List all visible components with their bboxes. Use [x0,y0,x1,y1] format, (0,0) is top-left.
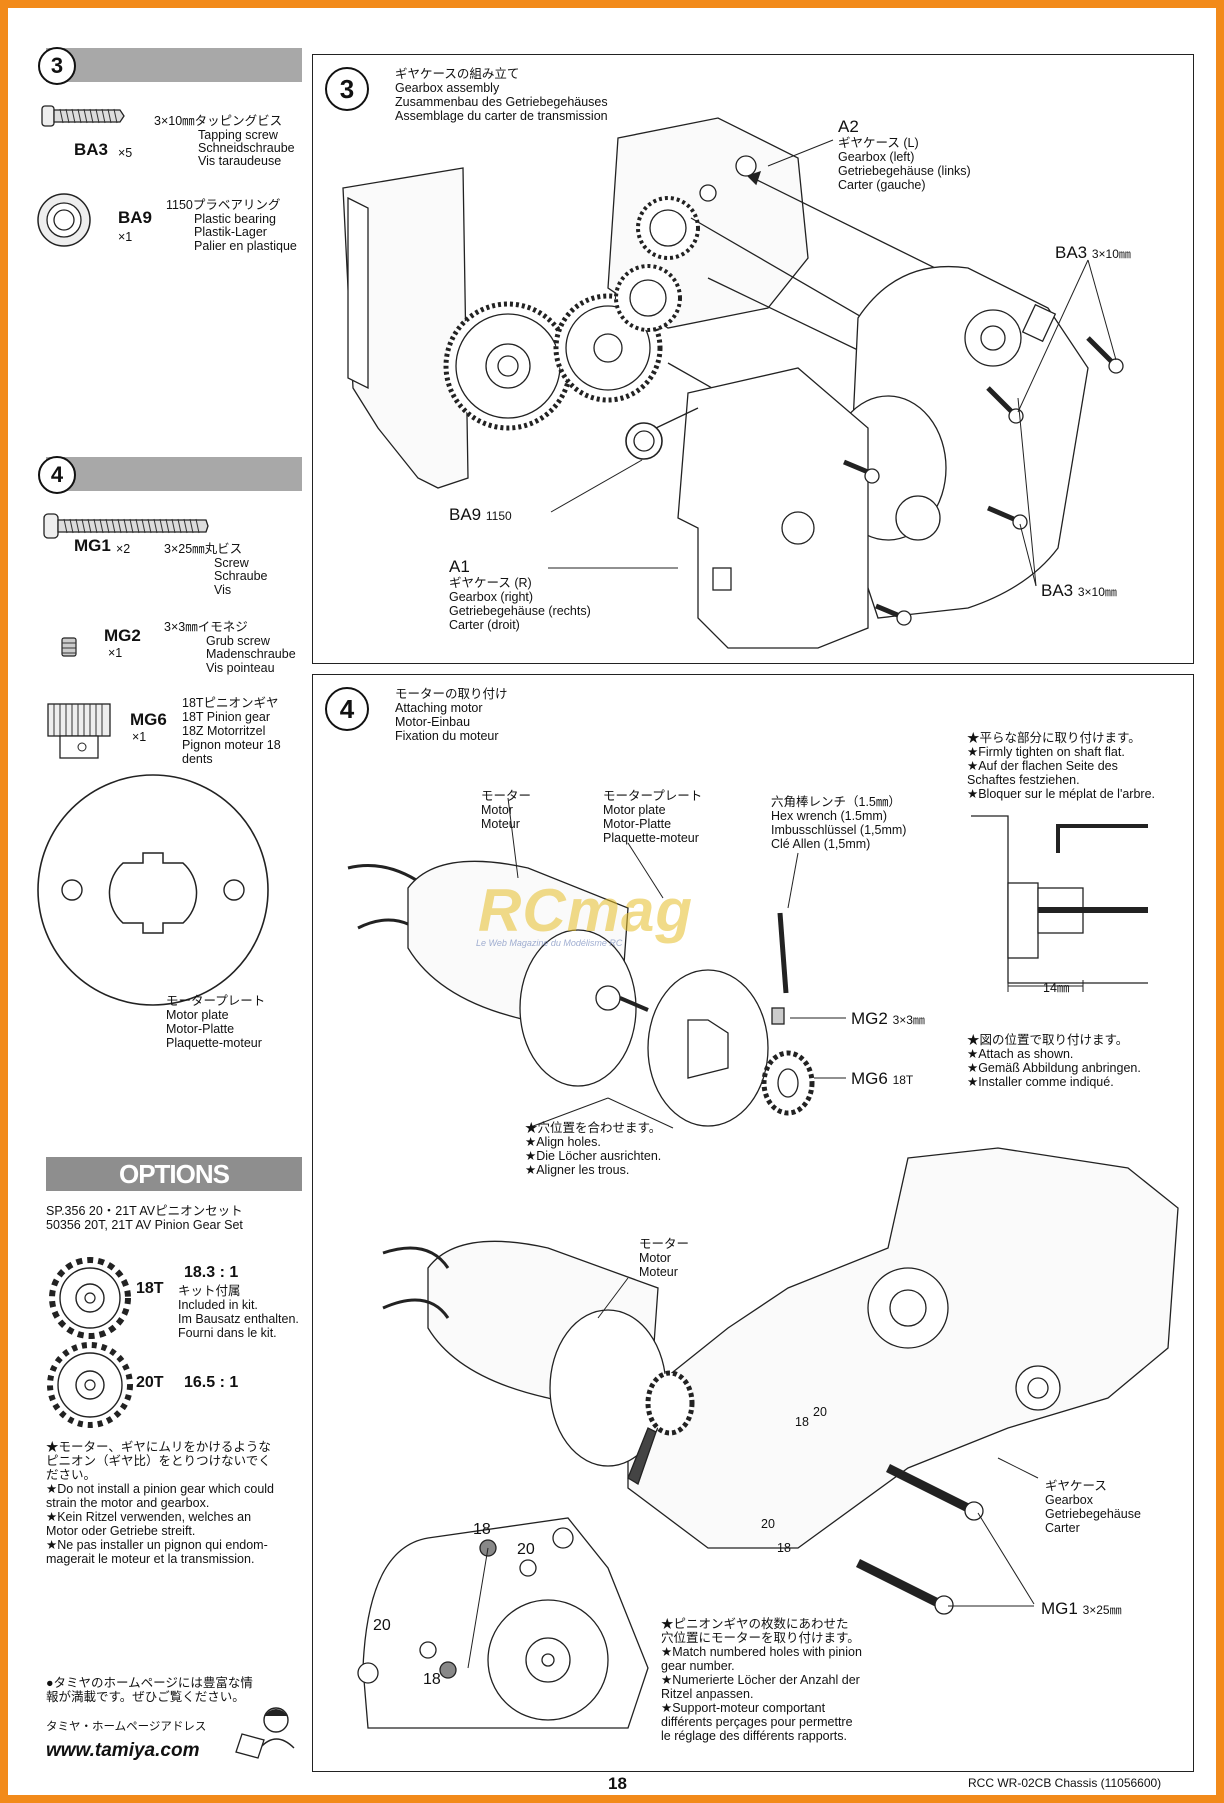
ba3-bottom-label: BA3 3×10㎜ [1041,581,1117,600]
ba9-fr: Palier en plastique [194,239,297,253]
note-align: ★穴位置を合わせます。 ★Align holes. ★Die Löcher au… [525,1121,662,1177]
ba9-jp: 1150プラベアリング [166,198,281,212]
mg1-fr: Vis [214,583,232,597]
mg6-fr2: dents [182,752,213,766]
dim-14mm: 14㎜ [1043,981,1070,995]
mg2-de: Madenschraube [206,647,296,661]
plate-hole-label-20: 20 [517,1541,535,1558]
rcmag-watermark: RCmag [478,877,694,944]
mg2-en: Grub screw [206,634,270,648]
mg2-grub-screw-icon [61,637,77,657]
mg1-jp: 3×25㎜丸ビス [164,542,243,556]
ba9-code: BA9 [118,208,153,227]
motor-label: モーター Motor Moteur [481,789,532,831]
options-warning: ★モーター、ギヤにムリをかけるような ピニオン（ギヤ比）をとりつけないでく ださ… [46,1440,275,1566]
step3-panel: 3 ギヤケースの組み立て Gearbox assembly Zusammenba… [312,54,1194,664]
options-line2: 50356 20T, 21T AV Pinion Gear Set [46,1218,243,1232]
plate-hole-label-18b: 18 [423,1671,441,1688]
mg1-screw-icon [43,513,209,539]
ba9-bearing-icon [37,193,91,247]
step4-panel-number: 4 [325,687,369,731]
step3-panel-number: 3 [325,67,369,111]
motor2-label: モーター Motor Moteur [639,1237,690,1279]
mg2-fr: Vis pointeau [206,661,275,675]
gearbox-hole-label-18b: 18 [777,1541,791,1555]
ba3-code: BA3 [74,140,109,159]
mg2-panel-label: MG2 3×3㎜ [851,1009,925,1028]
motor-plate-labels: モータープレート Motor plate Motor-Platte Plaque… [166,994,266,1050]
mg2-jp: 3×3㎜イモネジ [164,620,248,634]
document-code: RCC WR-02CB Chassis (11056600) [968,1776,1162,1790]
homepage-note: ●タミヤのホームページには豊富な情 報が満載です。ぜひご覧ください。 [46,1676,253,1704]
mg1-panel-label: MG1 3×25㎜ [1041,1599,1122,1618]
page-number: 18 [608,1774,627,1793]
a1-label: A1 ギヤケース (R) Gearbox (right) Getriebegeh… [449,557,591,632]
gear-18t-ratio: 18.3 : 1 [184,1264,239,1281]
mg1-qty: ×2 [116,542,131,556]
step4-parts-bar [46,457,302,491]
ba3-top-label: BA3 3×10㎜ [1055,243,1131,262]
gear-18t-fr: Fourni dans le kit. [178,1326,277,1340]
person-computer-icon [235,1707,295,1759]
ba9-panel-label: BA9 1150 [449,505,512,524]
mg6-jp: 18Tピニオンギヤ [182,696,279,710]
gear-18t-label: 18T [136,1280,164,1297]
gearbox-hole-label-18: 18 [795,1415,809,1429]
mg2-qty: ×1 [108,646,123,660]
gear-18t-jp: キット付属 [178,1284,241,1298]
motor-plate-label: モータープレート Motor plate Motor-Platte Plaque… [603,789,703,845]
options-header: OPTIONS [46,1157,302,1191]
ba9-de: Plastik-Lager [194,225,267,239]
ba9-qty: ×1 [118,230,133,244]
gearbox-hole-label-20b: 20 [761,1517,775,1531]
gear-18t-icon [49,1257,131,1339]
step4-panel: 4 モーターの取り付け Attaching motor Motor-Einbau… [312,674,1194,1772]
mg6-qty: ×1 [132,730,147,744]
ba9-en: Plastic bearing [194,212,276,226]
mg6-fr: Pignon moteur 18 [182,738,281,752]
gear-20t-icon [47,1342,133,1428]
mg6-de: 18Z Motorritzel [182,724,266,738]
mg1-de: Schraube [214,569,268,583]
ba3-fr: Vis taraudeuse [198,154,282,168]
hex-wrench-label: 六角棒レンチ（1.5㎜） Hex wrench (1.5mm) Imbussch… [771,795,907,851]
step3-title: ギヤケースの組み立て Gearbox assembly Zusammenbau … [395,67,608,123]
mg6-panel-label: MG6 18T [851,1069,914,1088]
note-shaft-flat: ★平らな部分に取り付けます。 ★Firmly tighten on shaft … [967,731,1155,801]
mg6-en: 18T Pinion gear [182,710,271,724]
tamiya-url-link[interactable]: www.tamiya.com [46,1740,200,1761]
plate-hole-label-20b: 20 [373,1617,391,1634]
step3-parts-number: 3 [38,47,76,85]
gear-20t-label: 20T [136,1374,164,1391]
step3-parts-bar [46,48,302,82]
ba3-en: Tapping screw [198,128,278,142]
gearcase-label: ギヤケース Gearbox Getriebegehäuse Carter [1045,1479,1141,1535]
gear-18t-de: Im Bausatz enthalten. [178,1312,299,1326]
ba3-screw-icon [41,105,125,127]
mg2-code: MG2 [104,626,141,645]
ba3-qty: ×5 [118,146,133,160]
mg6-pinion-icon [47,703,111,759]
note-attach: ★図の位置で取り付けます。 ★Attach as shown. ★Gemäß A… [967,1033,1141,1089]
instruction-page: 3 [8,8,1216,1795]
mg1-code: MG1 [74,536,111,555]
gearbox-hole-label-20: 20 [813,1405,827,1419]
gear-20t-ratio: 16.5 : 1 [184,1374,239,1391]
ba3-de: Schneidschraube [198,141,295,155]
homepage-label: タミヤ・ホームページアドレス [46,1721,207,1733]
plate-hole-label-18: 18 [473,1521,491,1538]
note-match-holes: ★ピニオンギヤの枚数にあわせた 穴位置にモーターを取り付けます。 ★Match … [661,1617,862,1743]
step4-title: モーターの取り付け Attaching motor Motor-Einbau F… [395,687,508,743]
gear-18t-en: Included in kit. [178,1298,258,1312]
motor-plate-drawing [37,774,269,1006]
a2-label: A2 ギヤケース (L) Gearbox (left) Getriebegehä… [838,117,971,192]
rcmag-tagline: Le Web Magazine du Modélisme RC [476,938,623,948]
step4-parts-number: 4 [38,456,76,494]
mg6-code: MG6 [130,710,167,729]
mg1-en: Screw [214,556,249,570]
ba3-jp: 3×10㎜タッピングビス [154,114,283,128]
options-line1: SP.356 20・21T AVピニオンセット [46,1204,243,1218]
